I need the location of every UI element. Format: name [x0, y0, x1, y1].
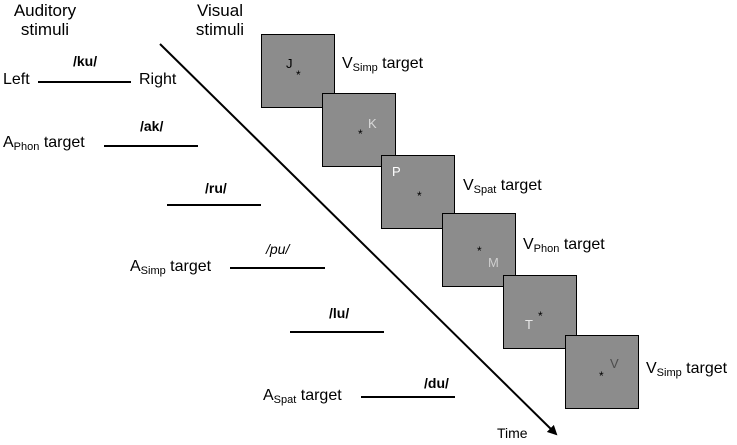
target-base: V: [646, 360, 657, 377]
auditory-duration-line: [104, 145, 198, 147]
stimulus-letter: P: [392, 164, 401, 179]
visual-target-label: VSimp target: [342, 55, 424, 74]
auditory-header-line1: Auditory: [13, 1, 77, 20]
visual-target-label: VSimp target: [646, 360, 728, 379]
auditory-syllable: /du/: [424, 375, 449, 391]
visual-stimulus-box: V *: [565, 335, 639, 409]
target-base: V: [463, 177, 474, 194]
stimulus-letter: M: [488, 255, 499, 270]
visual-target-label: VPhon target: [523, 236, 605, 255]
visual-header-line2: stimuli: [195, 20, 245, 39]
visual-stimulus-box: M *: [442, 213, 516, 287]
visual-header-line1: Visual: [197, 1, 243, 20]
right-label: Right: [139, 71, 177, 88]
auditory-duration-line: [167, 204, 261, 206]
auditory-syllable: /pu/: [266, 241, 290, 257]
visual-stimulus-box: K *: [322, 93, 396, 167]
stimulus-letter: V: [610, 356, 619, 371]
auditory-target-label: ASpat target: [263, 387, 342, 406]
target-base: V: [523, 236, 534, 253]
auditory-syllable: /ku/: [73, 53, 98, 69]
stimulus-letter: J: [286, 56, 293, 71]
auditory-syllable: /lu/: [329, 305, 350, 321]
auditory-header-line2: stimuli: [20, 20, 70, 39]
auditory-duration-line: [290, 331, 384, 333]
target-word: target: [559, 236, 605, 253]
auditory-duration-line: [361, 396, 455, 398]
visual-target-label: VSpat target: [463, 177, 542, 196]
auditory-duration-line: [38, 81, 131, 83]
stimulus-letter: K: [368, 116, 377, 131]
visual-stimulus-box: T *: [503, 275, 577, 349]
visual-stimuli-header: Visual stimuli: [185, 1, 255, 39]
fixation-asterisk: *: [417, 189, 422, 203]
auditory-syllable: /ak/: [140, 118, 164, 134]
target-sub: Simp: [140, 265, 166, 277]
visual-stimulus-box: J *: [261, 34, 335, 108]
target-sub: Phon: [533, 243, 560, 255]
target-word: target: [496, 177, 542, 194]
target-sub: Spat: [473, 184, 497, 196]
fixation-asterisk: *: [599, 369, 604, 383]
auditory-target-label: ASimp target: [130, 258, 212, 277]
time-label: Time: [497, 425, 528, 441]
target-base: V: [342, 55, 353, 72]
auditory-target-label: APhon target: [3, 134, 85, 153]
left-label: Left: [3, 71, 30, 88]
target-word: target: [39, 134, 85, 151]
auditory-stimuli-header: Auditory stimuli: [10, 1, 80, 39]
fixation-asterisk: *: [538, 309, 543, 323]
stimulus-letter: T: [525, 317, 533, 332]
target-base: A: [263, 387, 274, 404]
auditory-syllable: /ru/: [205, 180, 227, 196]
target-base: A: [130, 258, 141, 275]
fixation-asterisk: *: [358, 127, 363, 141]
target-word: target: [165, 258, 212, 275]
target-sub: Simp: [656, 367, 682, 379]
auditory-duration-line: [230, 267, 325, 269]
target-base: A: [3, 134, 14, 151]
target-word: target: [377, 55, 424, 72]
fixation-asterisk: *: [296, 68, 301, 82]
target-sub: Phon: [13, 141, 40, 153]
target-word: target: [681, 360, 728, 377]
target-sub: Spat: [273, 394, 297, 406]
target-word: target: [296, 387, 342, 404]
fixation-asterisk: *: [477, 244, 482, 258]
target-sub: Simp: [352, 62, 378, 74]
